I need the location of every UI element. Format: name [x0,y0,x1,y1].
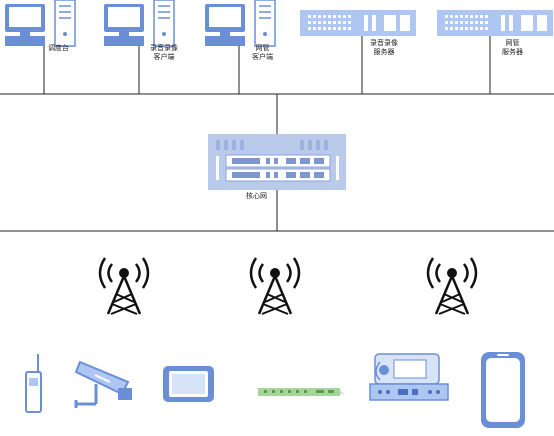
rack-server-icon [300,10,416,36]
desktop-computer-icon [204,0,276,47]
rugged-tablet-icon [163,366,214,402]
smartphone-icon [481,352,525,428]
nms-server [437,10,553,36]
surveillance-camera-icon [74,360,132,408]
dispatch-console-pc [4,0,76,47]
recording-server-label: 录音录像 服务器 [370,39,398,56]
nms-server-label: 网管 服务器 [502,39,523,56]
recording-client-label: 录音录像 客户端 [150,44,178,61]
radio-tower-icon [98,256,150,316]
core-network-label: 核心网 [246,192,267,200]
desktop-computer-icon [4,0,76,47]
radio-tower-icon [426,256,478,316]
recording-client-pc [103,0,175,47]
radio-tower-icon [249,256,301,316]
desktop-computer-icon [103,0,175,47]
handheld-radio-icon [25,354,42,413]
nms-client-label: 网管 客户端 [252,44,273,61]
connection-lines [0,36,554,232]
dispatch-console-label: 调度台 [48,44,69,52]
vehicle-radio-icon [369,353,449,401]
rack-gateway-icon [256,388,344,396]
recording-server [300,10,416,36]
rack-server-icon [437,10,553,36]
nms-client-pc [204,0,276,47]
core-network-chassis-icon [208,134,346,190]
